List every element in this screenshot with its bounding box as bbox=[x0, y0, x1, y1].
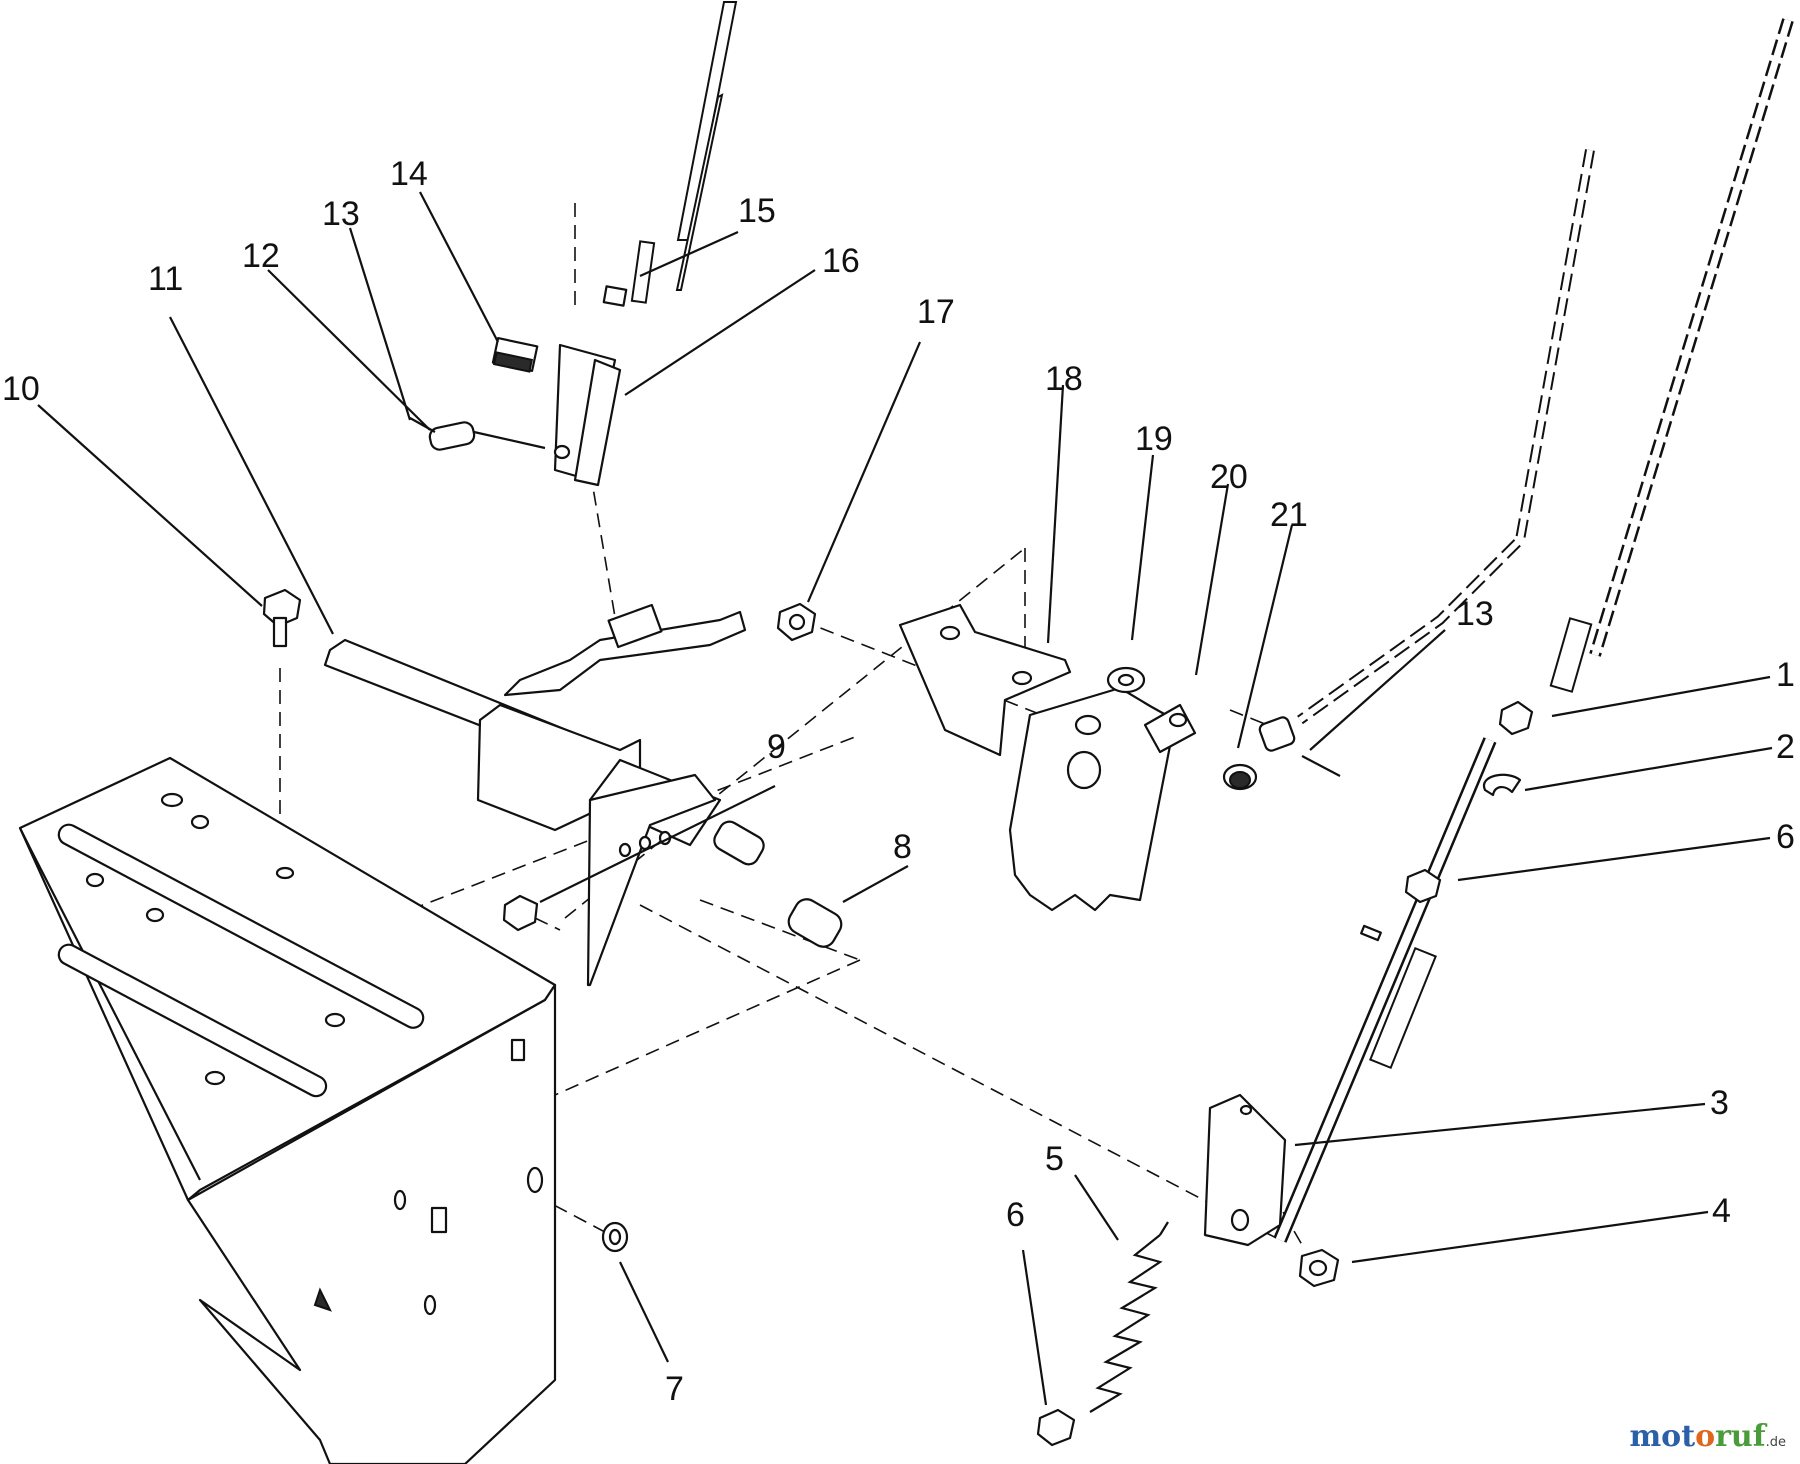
callout-19: 19 bbox=[1135, 420, 1173, 458]
yoke-part-16 bbox=[553, 343, 622, 487]
callout-13-right: 13 bbox=[1456, 595, 1494, 633]
callout-15: 15 bbox=[738, 192, 776, 230]
motoruf-watermark-logo: motoruf.de bbox=[1629, 1419, 1786, 1454]
cotter-pin-13a bbox=[409, 417, 436, 433]
callout-16: 16 bbox=[822, 242, 860, 280]
callout-6-right: 6 bbox=[1776, 818, 1795, 856]
callout-13-left: 13 bbox=[322, 195, 360, 233]
callout-2: 2 bbox=[1776, 728, 1795, 766]
callout-11: 11 bbox=[148, 260, 183, 298]
callout-5: 5 bbox=[1045, 1140, 1064, 1178]
plate-part-21 bbox=[1008, 686, 1197, 912]
clip-part-14 bbox=[491, 337, 539, 373]
pin-part-12 bbox=[428, 421, 546, 451]
control-cables bbox=[630, 0, 1794, 1243]
spring-part-5 bbox=[1089, 1221, 1169, 1413]
callout-4: 4 bbox=[1712, 1192, 1731, 1230]
cotter-pin-13b bbox=[1301, 755, 1341, 777]
callout-7: 7 bbox=[665, 1370, 684, 1408]
callout-8: 8 bbox=[893, 828, 912, 866]
callout-3: 3 bbox=[1710, 1084, 1729, 1122]
nut-part-9 bbox=[502, 894, 539, 932]
callout-18: 18 bbox=[1045, 360, 1083, 398]
stud-part-20 bbox=[1222, 716, 1296, 791]
callout-21: 21 bbox=[1270, 496, 1308, 534]
bushing-part-8 bbox=[586, 773, 843, 987]
callout-17: 17 bbox=[917, 293, 955, 331]
nut-part-15 bbox=[602, 285, 628, 307]
callout-leaders bbox=[37, 191, 1773, 1406]
bolt-part-4 bbox=[1298, 1248, 1340, 1288]
callout-12: 12 bbox=[242, 237, 280, 275]
washer-part-19 bbox=[1106, 666, 1146, 694]
callout-labels: 1 2 3 4 5 6 6 7 8 9 10 11 12 13 13 14 15… bbox=[2, 155, 1795, 1408]
bolt-part-10 bbox=[262, 588, 302, 648]
callout-1: 1 bbox=[1776, 656, 1795, 694]
nut-part-17 bbox=[776, 602, 817, 642]
cable-fittings-1-2-6 bbox=[1360, 700, 1534, 942]
bracket-part-3 bbox=[1203, 1093, 1287, 1247]
callout-20: 20 bbox=[1210, 458, 1248, 496]
bracket-part-18 bbox=[898, 603, 1072, 757]
callout-10: 10 bbox=[2, 370, 40, 408]
clip-part-7 bbox=[601, 1221, 629, 1253]
callout-6-lower: 6 bbox=[1006, 1196, 1025, 1234]
callout-14: 14 bbox=[390, 155, 428, 193]
nut-part-6-lower bbox=[1036, 1408, 1076, 1447]
chassis-frame bbox=[18, 756, 557, 1464]
callout-9: 9 bbox=[767, 728, 786, 766]
